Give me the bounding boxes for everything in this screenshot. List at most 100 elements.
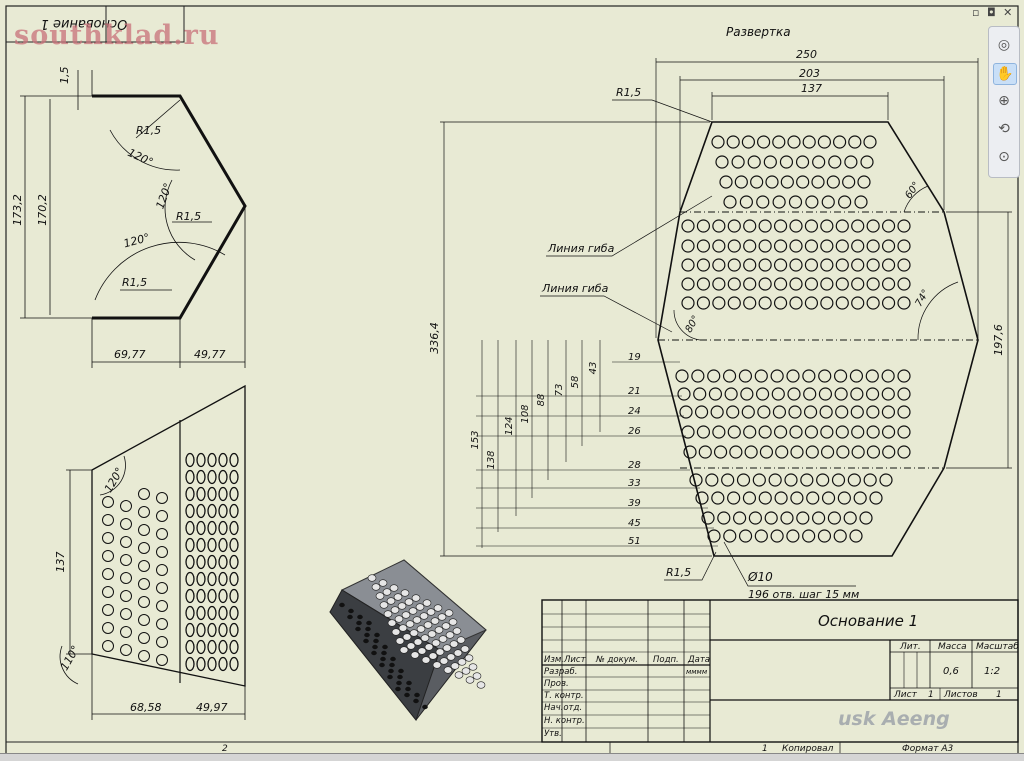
iso-hole-dark [355,626,361,632]
side-hole-right [196,656,206,672]
hole [681,277,695,291]
hole [770,529,784,543]
title-block[interactable] [541,599,1019,743]
navigation-bar[interactable]: ◎ ✋ ⊕ ⟲ ⊙ [988,26,1020,178]
side-hole-right [229,469,239,485]
hole [806,491,820,505]
profile-view[interactable] [20,70,247,368]
dim-137: 137 [801,82,822,95]
iso-hole-dark [422,704,428,710]
iso-hole [410,651,420,659]
hole [805,445,819,459]
label-hole-dia: Ø10 [747,570,773,584]
look-at-icon[interactable]: ⊙ [998,149,1010,165]
window-controls[interactable]: ▫ ◘ ✕ [972,6,1015,19]
hole [738,529,753,543]
hole [803,387,817,401]
steering-wheel-icon[interactable]: ◎ [997,37,1011,53]
hole [835,219,849,233]
side-hole [138,488,150,500]
side-hole-right [185,469,195,485]
zoom-icon[interactable]: ⊕ [998,93,1010,109]
iso-hole-dark [372,644,378,650]
hole [851,239,865,253]
hdr-doc: № докум. [595,655,638,665]
side-hole [102,550,114,562]
hole [780,175,794,189]
side-hole [138,650,150,662]
hole [820,445,835,459]
iso-hole-dark [406,680,412,686]
hole [773,219,788,233]
dim-v-43: 43 [588,362,599,375]
hole [897,405,911,419]
hole [897,445,911,459]
hole [786,529,800,543]
iso-hole-dark [374,632,380,638]
flat-pattern[interactable] [440,58,1012,587]
iso-hole [412,616,422,624]
dim-side-w-left: 68,58 [130,701,162,714]
side-hole [102,604,114,616]
document-tabs[interactable] [0,753,1024,761]
side-hole [138,524,150,536]
iso-hole-dark [398,668,404,674]
flat-holes [675,135,911,543]
side-hole-right [185,486,195,502]
side-hole-right [207,656,217,672]
hole [681,258,695,272]
hole [788,195,803,209]
iso-hole [413,638,423,646]
side-hole-right [207,588,217,604]
dim-w-right: 49,77 [194,348,226,361]
hole [866,258,880,272]
hole [833,369,848,383]
side-hole [156,546,168,558]
iso-hole [456,636,466,644]
iso-hole [434,626,444,634]
label-r3: R1,5 [122,276,147,289]
hole [881,387,895,401]
iso-hole [421,656,431,664]
side-hole-right [229,622,239,638]
hole [820,239,834,253]
label-bend-line-2: Линия гиба [541,282,609,295]
side-hole-right [185,588,195,604]
side-view[interactable] [59,384,246,720]
iso-hole [424,643,434,651]
hole [789,277,803,291]
hole [790,445,804,459]
side-hole-right [196,622,206,638]
orbit-icon[interactable]: ⟲ [998,121,1010,137]
side-hole [102,586,114,598]
iso-3d-view[interactable] [329,559,487,722]
side-hole [102,496,114,508]
hole [743,425,757,439]
hole [881,405,896,419]
side-hole-right [207,503,217,519]
hole [694,405,709,419]
hole [712,239,726,253]
hole [721,473,735,487]
hole [755,387,770,401]
hole [897,369,911,383]
iso-hole [386,597,396,605]
iso-hole [446,653,456,661]
iso-hole [438,635,448,643]
iso-hole [432,661,442,669]
side-hole [120,500,132,512]
dim-v-124: 124 [504,416,515,435]
dim-h-inner: 170,2 [36,194,49,226]
hole [711,135,725,149]
side-holes [102,452,239,672]
side-hole-right [218,503,228,519]
iso-hole-dark [389,662,395,668]
hole [835,277,849,291]
side-hole-right [218,520,228,536]
arc-a2 [164,179,196,261]
pan-hand-icon[interactable]: ✋ [993,63,1017,85]
hole [811,175,825,189]
hole [836,445,850,459]
